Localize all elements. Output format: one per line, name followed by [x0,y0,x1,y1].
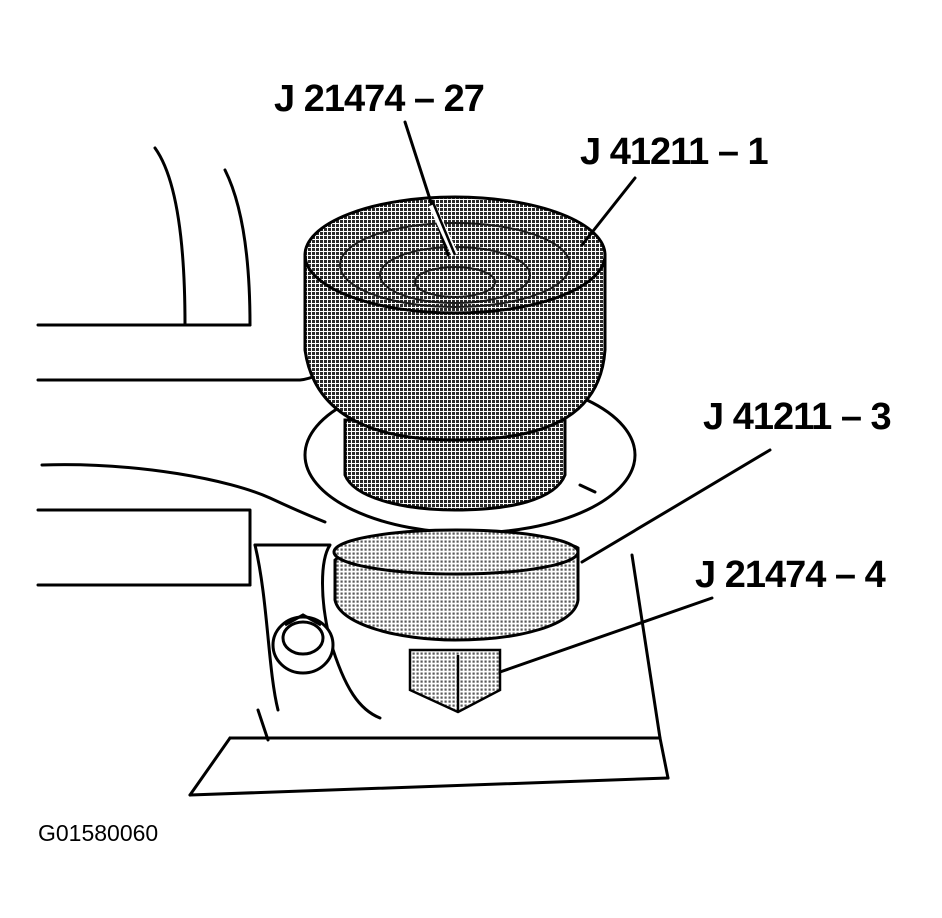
leader-puller-screw [403,120,450,257]
figure-id: G01580060 [38,820,159,846]
bracket-left-edge [253,543,280,712]
control-arm-side-line [36,358,342,382]
control-arm-lower-line [36,508,252,587]
top-receiver-tool [303,195,607,512]
leader-nut [498,596,714,674]
bolt-head [271,613,335,675]
bracket-rear-edge [630,553,662,740]
leader-bottom-receiver [580,448,772,564]
bracket-wall [256,708,270,742]
bracket-base-slope [188,736,232,797]
callout-bottom-receiver: J 41211 – 3 [703,396,892,438]
bracket-base-bottom [188,776,670,797]
control-arm-inner-edge [223,168,252,327]
callout-puller-screw: J 21474 – 27 [274,78,485,120]
callout-top-receiver: J 41211 – 1 [580,131,769,173]
bracket-right-edge [658,736,670,780]
control-arm-mid-line [40,463,327,524]
control-arm-outer-edge [153,146,187,327]
bottom-receiver-tool [332,528,580,642]
leader-top-receiver [580,176,637,247]
nut-tool [408,648,502,714]
flange-notch [578,483,597,494]
callout-nut: J 21474 – 4 [695,554,886,596]
